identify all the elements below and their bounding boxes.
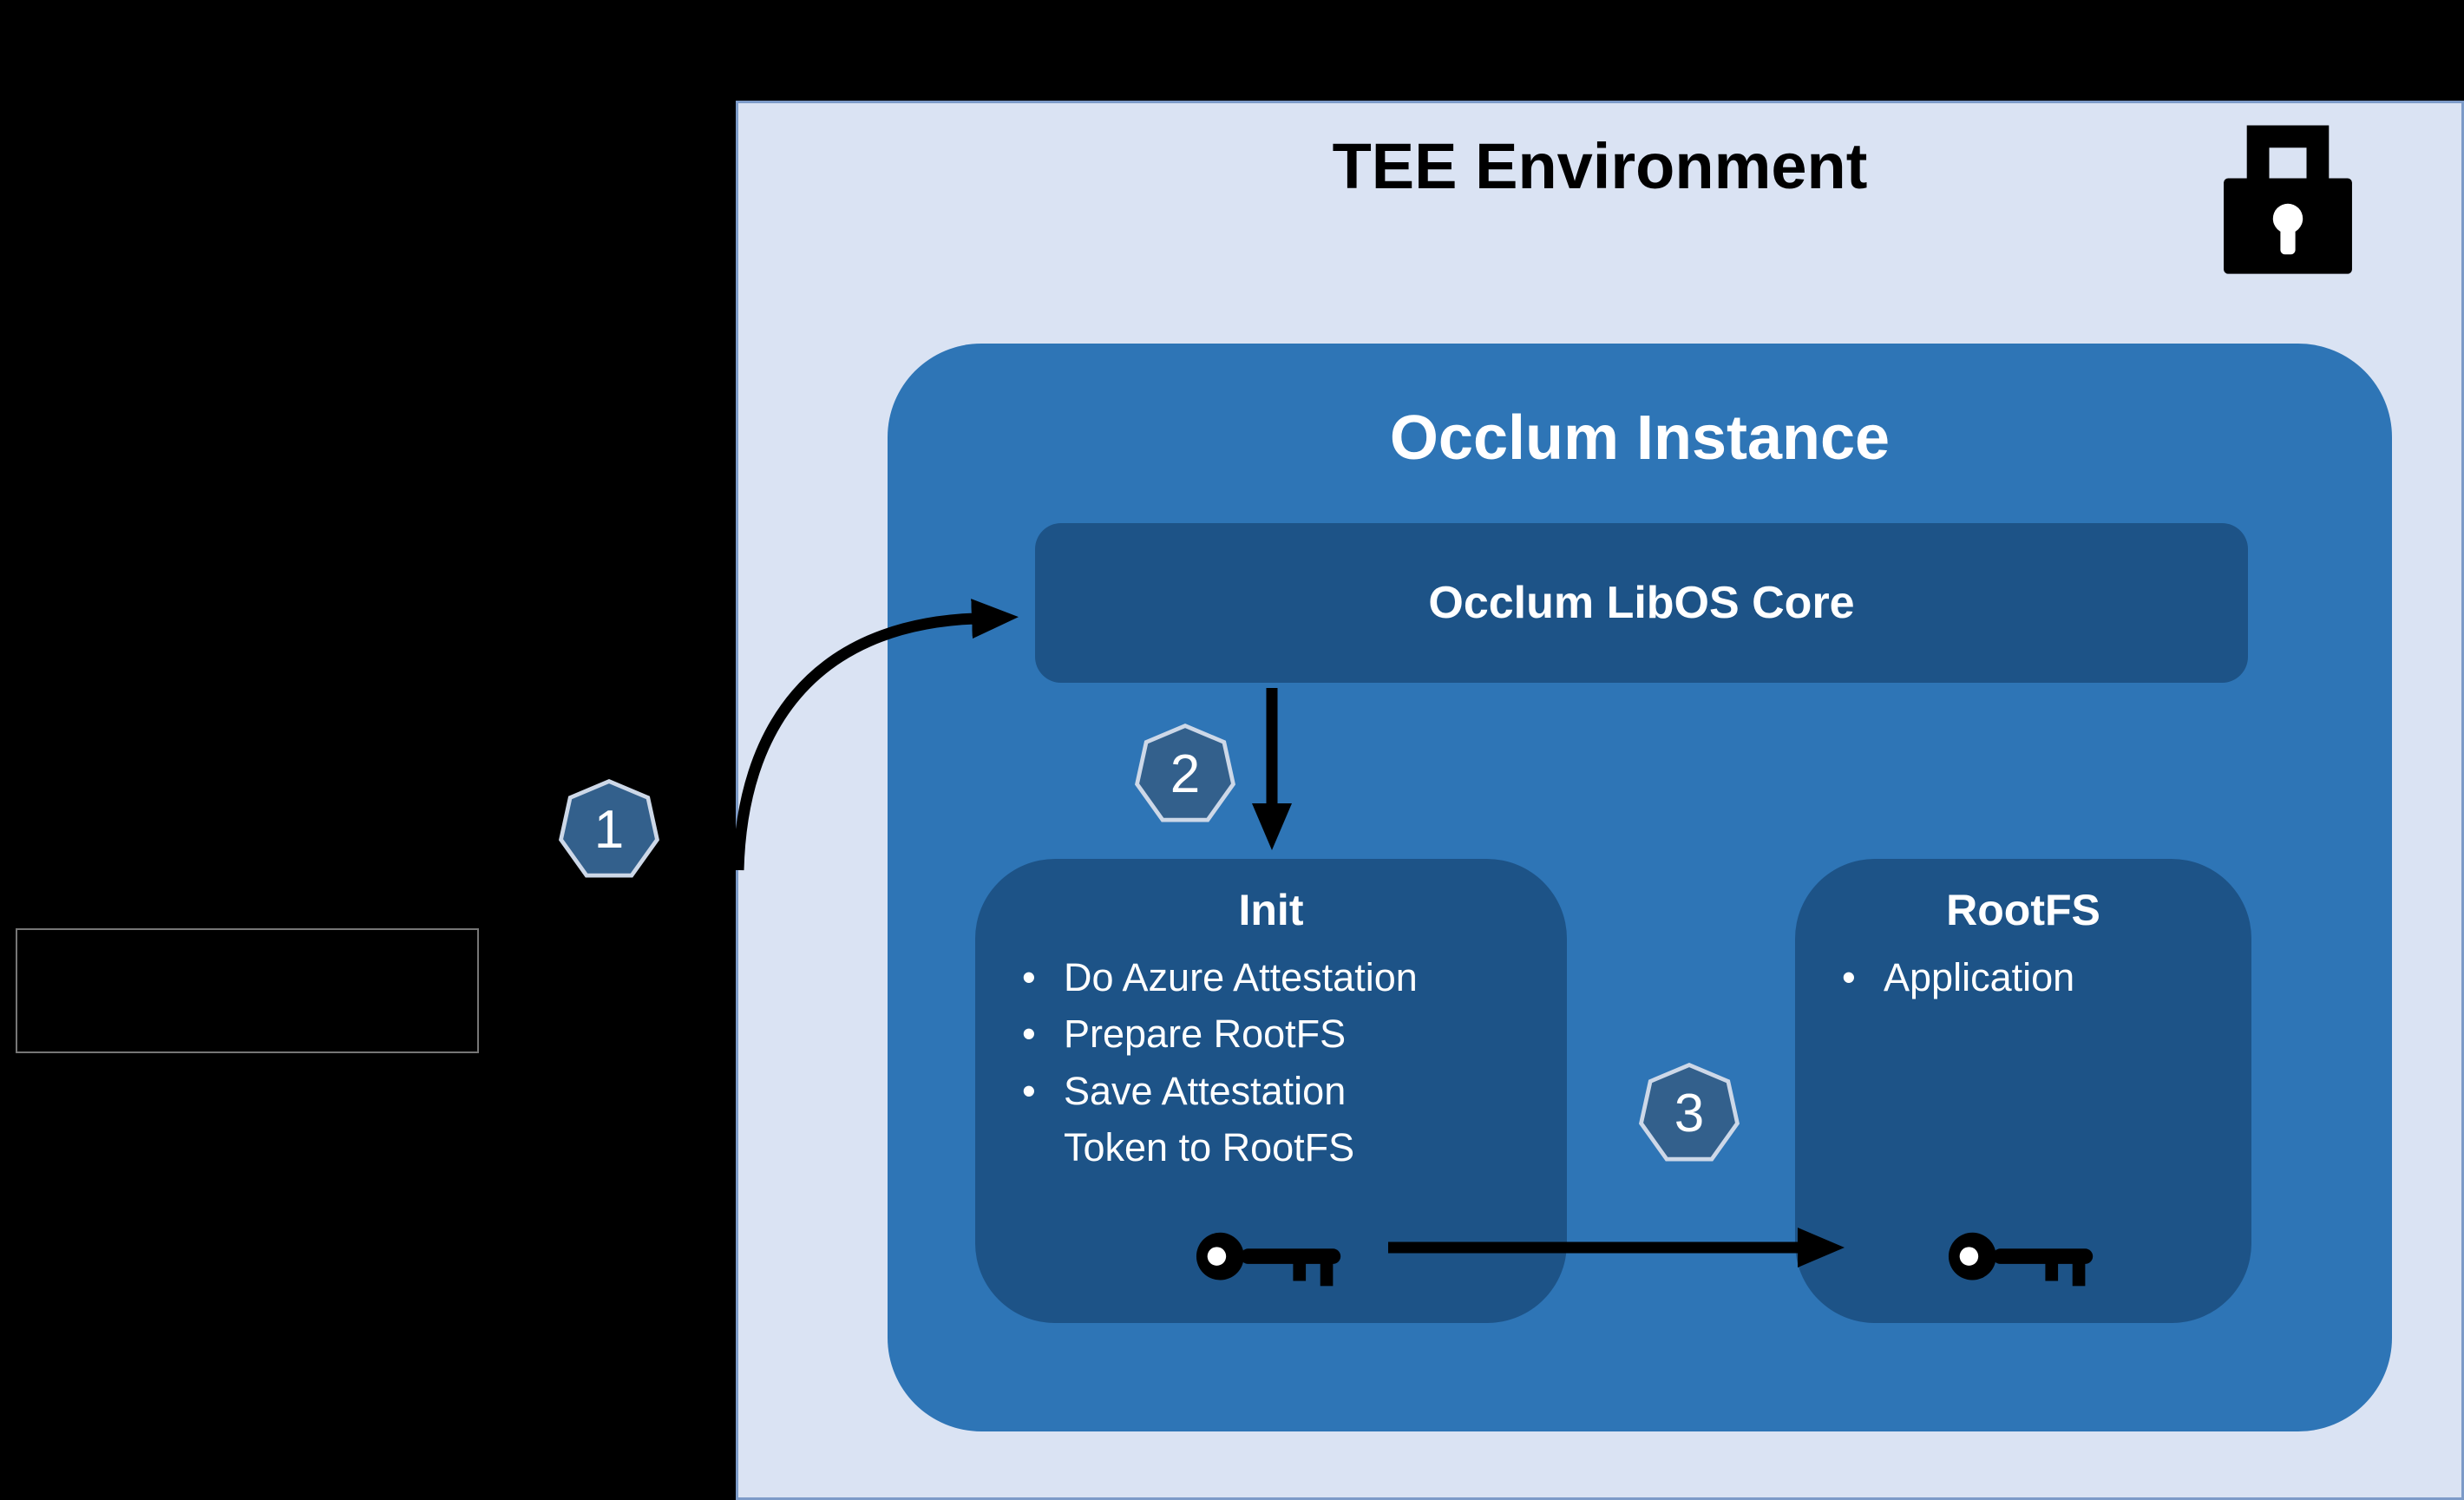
init-box: Init Do Azure Attestation Prepare RootFS…	[975, 859, 1567, 1323]
occlum-libos-core-box: Occlum LibOS Core	[1035, 523, 2248, 683]
rootfs-bullet-item: Application	[1837, 949, 2234, 1006]
step-badge-number: 1	[593, 799, 625, 860]
lock-icon	[2224, 125, 2352, 274]
init-bullet-item: Save Attestation Token to RootFS	[1017, 1063, 1456, 1176]
step-badge-number: 3	[1674, 1083, 1705, 1143]
heptagon-shape	[1135, 723, 1235, 822]
heptagon-shape	[1639, 1062, 1740, 1162]
key-icon	[1196, 1232, 1341, 1287]
rootfs-box: RootFS Application	[1795, 859, 2251, 1323]
rootfs-title: RootFS	[1946, 886, 2100, 934]
rootfs-bullet-list: Application	[1795, 949, 2251, 1006]
tee-environment-panel: TEE Environment Occlum Instance Occlum L…	[736, 101, 2464, 1500]
init-bullet-list: Do Azure Attestation Prepare RootFS Save…	[975, 949, 1567, 1176]
occlum-libos-core-label: Occlum LibOS Core	[1428, 578, 1855, 628]
step-badge-1: 1	[558, 778, 660, 881]
occlum-instance-box: Occlum Instance Occlum LibOS Core Init D…	[888, 344, 2392, 1431]
step-badge-number: 2	[1170, 743, 1201, 804]
init-bullet-item: Prepare RootFS	[1017, 1005, 1456, 1063]
key-icon	[1948, 1232, 2094, 1287]
empty-caption-box	[16, 928, 479, 1053]
tee-environment-title: TEE Environment	[1332, 130, 1868, 202]
init-title: Init	[1238, 886, 1304, 934]
heptagon-shape	[559, 778, 659, 878]
init-bullet-item: Do Azure Attestation	[1017, 949, 1456, 1006]
step-badge-2: 2	[1134, 723, 1236, 825]
step-badge-3: 3	[1638, 1062, 1740, 1164]
occlum-instance-title: Occlum Instance	[1389, 403, 1891, 473]
